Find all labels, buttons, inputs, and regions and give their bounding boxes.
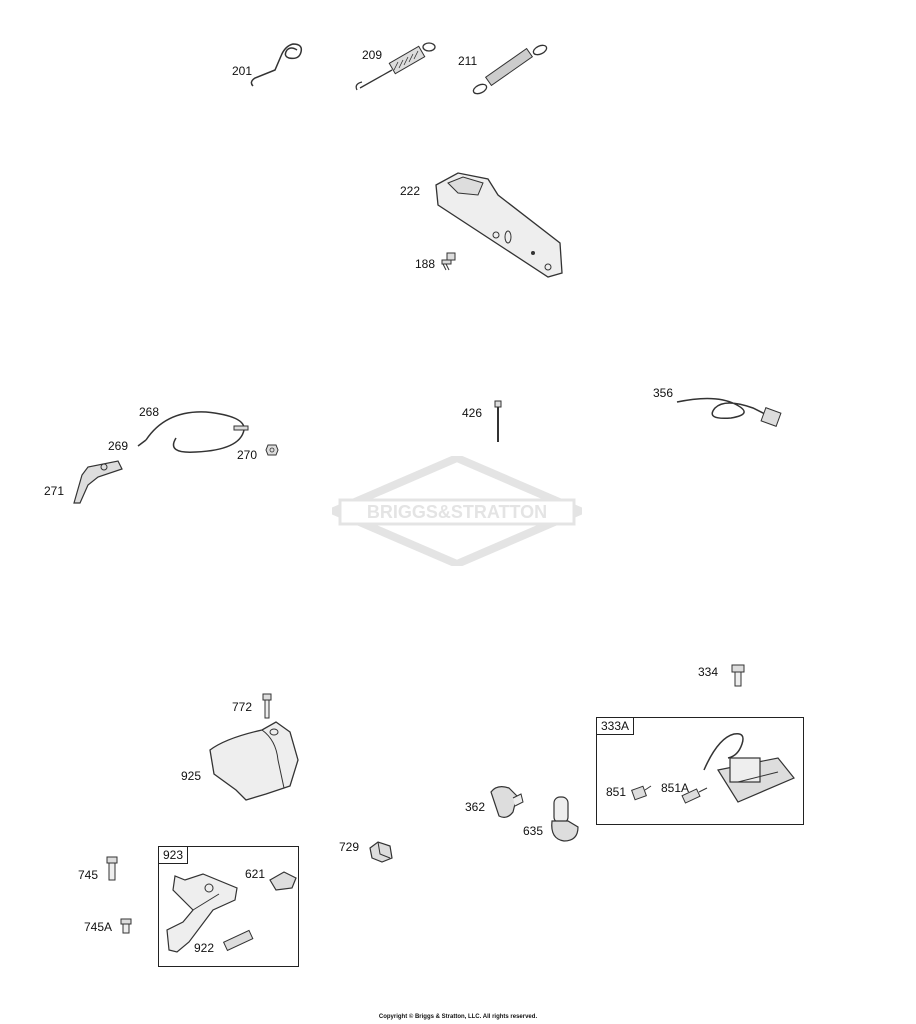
control-bracket-222-icon bbox=[435, 172, 563, 278]
label-356: 356 bbox=[653, 386, 674, 400]
stud-426-icon bbox=[494, 400, 502, 442]
extension-spring-209-icon bbox=[355, 42, 436, 91]
spark-plug-cover-635-icon bbox=[551, 796, 579, 842]
extension-spring-211-icon bbox=[472, 44, 548, 95]
connector-851-icon bbox=[631, 785, 652, 801]
screw-334-icon bbox=[731, 664, 745, 687]
ground-wire-356-icon bbox=[676, 397, 782, 427]
screw-772-icon bbox=[262, 693, 272, 719]
label-851A: 851A bbox=[661, 781, 690, 795]
kit-box-923: 923 621 922 bbox=[158, 846, 299, 967]
label-851: 851 bbox=[606, 785, 627, 799]
throttle-cable-268-icon bbox=[137, 411, 249, 453]
briggs-stratton-watermark: BRIGGS&STRATTON bbox=[332, 456, 582, 566]
nut-270-icon bbox=[265, 444, 279, 456]
label-745A: 745A bbox=[84, 920, 113, 934]
label-211: 211 bbox=[458, 54, 478, 68]
screw-745A-icon bbox=[120, 918, 132, 934]
spring-922-icon bbox=[222, 929, 254, 952]
watermark-text: BRIGGS&STRATTON bbox=[367, 502, 547, 522]
label-635: 635 bbox=[523, 824, 544, 838]
spark-plug-boot-362-icon bbox=[490, 786, 524, 818]
bracket-621-icon bbox=[269, 871, 297, 891]
label-209: 209 bbox=[362, 48, 383, 62]
label-621: 621 bbox=[245, 867, 266, 881]
label-271: 271 bbox=[44, 484, 65, 498]
governor-spring-201-icon bbox=[250, 43, 303, 87]
label-222: 222 bbox=[400, 184, 421, 198]
ignition-armature-icon bbox=[703, 732, 795, 803]
label-426: 426 bbox=[462, 406, 483, 420]
label-268: 268 bbox=[139, 405, 160, 419]
screw-745-icon bbox=[106, 856, 118, 881]
label-772: 772 bbox=[232, 700, 253, 714]
governor-control-923-icon bbox=[166, 873, 238, 953]
label-334: 334 bbox=[698, 665, 719, 679]
bolt-188-icon bbox=[441, 252, 456, 271]
label-188: 188 bbox=[415, 257, 436, 271]
label-925: 925 bbox=[181, 769, 202, 783]
shroud-925-icon bbox=[209, 721, 299, 801]
clip-729-icon bbox=[369, 841, 393, 863]
kit-box-333A: 333A 851 851A bbox=[596, 717, 804, 825]
label-362: 362 bbox=[465, 800, 486, 814]
kit-title-923: 923 bbox=[159, 847, 189, 864]
kit-title-333A: 333A bbox=[597, 718, 635, 735]
label-745: 745 bbox=[78, 868, 99, 882]
label-201: 201 bbox=[232, 64, 253, 78]
label-269: 269 bbox=[108, 439, 129, 453]
lever-271-icon bbox=[73, 460, 123, 504]
connector-851A-icon bbox=[681, 787, 708, 804]
label-922: 922 bbox=[194, 941, 215, 955]
copyright-text: Copyright © Briggs & Stratton, LLC. All … bbox=[378, 1014, 538, 1020]
label-729: 729 bbox=[339, 840, 360, 854]
label-270: 270 bbox=[237, 448, 258, 462]
